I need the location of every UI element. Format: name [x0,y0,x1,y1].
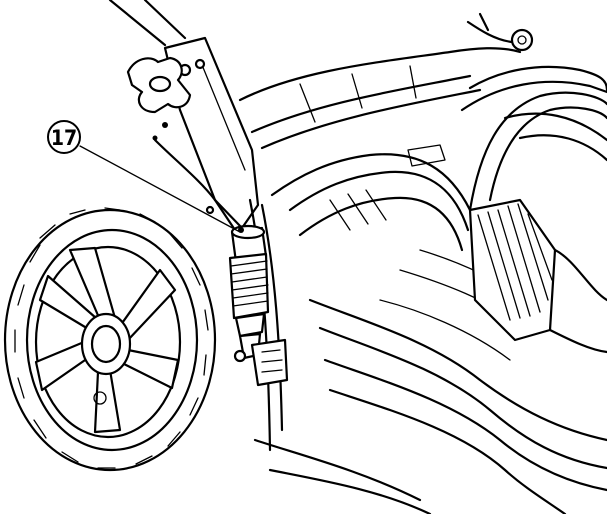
callout-17-circle [47,120,81,154]
wheel [3,207,217,472]
spring-damper [228,224,289,387]
handle-bracket [108,0,260,230]
mower-deck [238,47,607,514]
callout-17-leader [79,145,241,233]
grass-catcher [460,12,607,354]
callout-17-label: 17 [51,126,77,150]
callout-17: 17 [47,120,241,233]
